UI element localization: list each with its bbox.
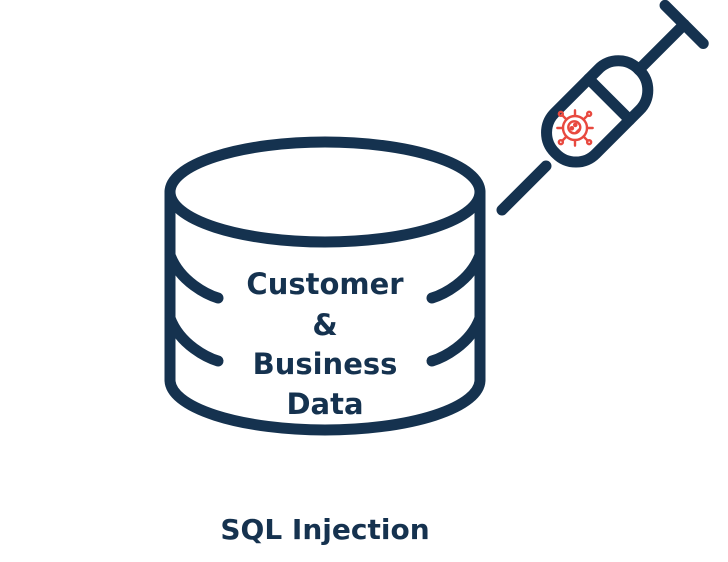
- database-label-line-3: Business: [252, 347, 398, 381]
- syringe-needle: [496, 160, 552, 216]
- database-cylinder-icon: [164, 136, 486, 436]
- database-band-2-left: [164, 312, 224, 367]
- database-body-outline: [164, 186, 486, 436]
- database-label-line-4: Data: [286, 387, 364, 421]
- database-band-1-left: [164, 249, 224, 304]
- database-label-line-1: Customer: [246, 267, 404, 301]
- syringe-icon: [496, 0, 709, 216]
- threat-eye-right: [572, 122, 578, 128]
- syringe-plunger-stop: [583, 73, 636, 126]
- skull-virus-icon: [556, 109, 594, 147]
- threat-skull: [567, 120, 582, 135]
- caption: SQL Injection: [220, 513, 430, 546]
- database-band-1-right: [426, 249, 486, 304]
- database-label-line-2: &: [312, 308, 338, 342]
- syringe-plunger-rod: [633, 18, 690, 76]
- syringe-thumb-rest: [659, 0, 709, 50]
- threat-eye-left: [569, 125, 575, 131]
- database-top-ellipse: [164, 136, 486, 248]
- database-band-2-right: [426, 312, 486, 367]
